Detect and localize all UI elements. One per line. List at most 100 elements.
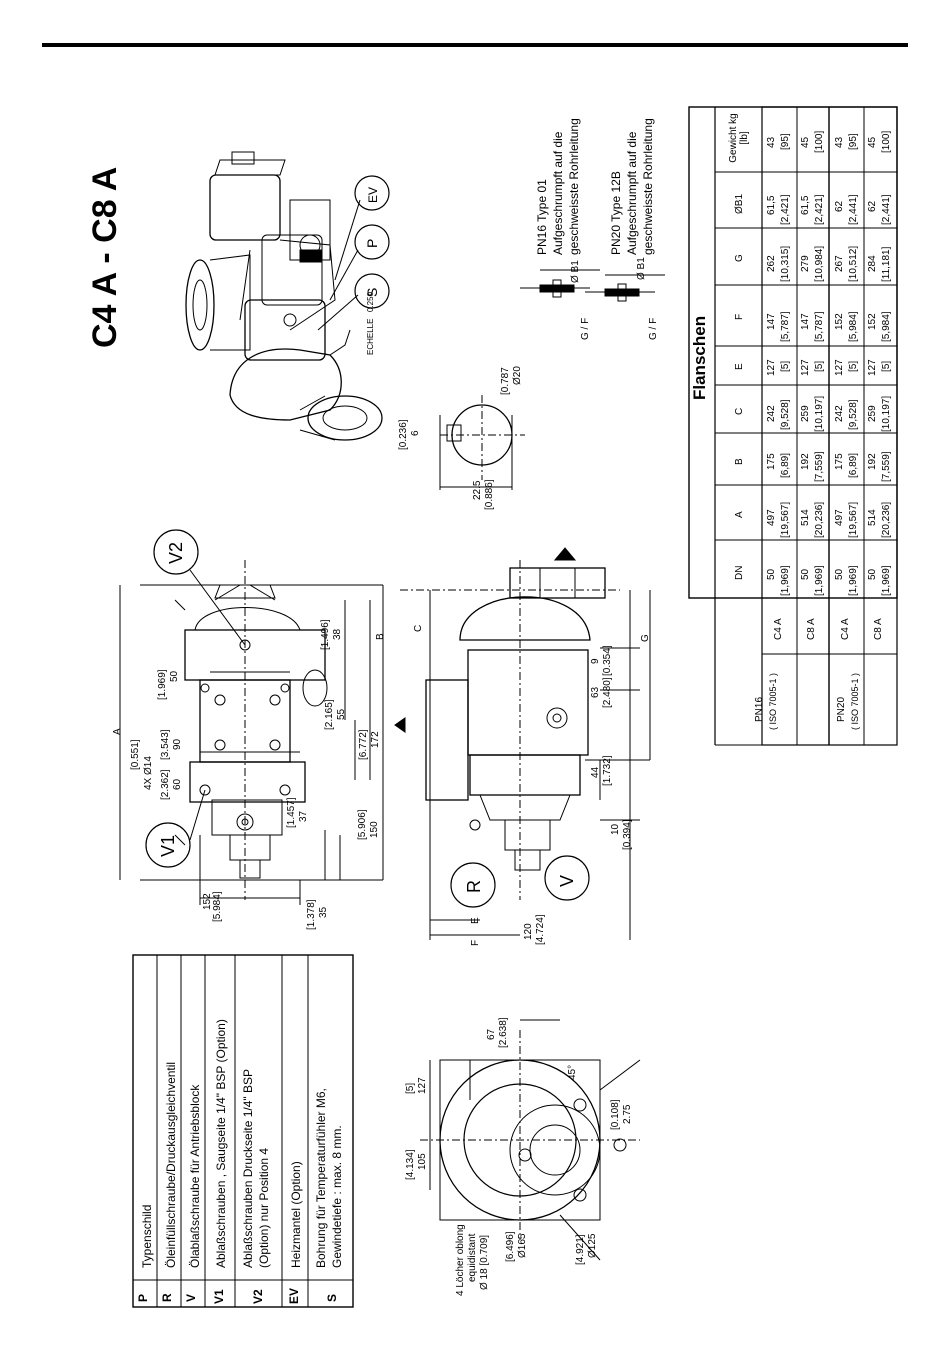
cell: 61,5 (766, 195, 777, 215)
dim-35: 35 (318, 906, 329, 918)
dim-20: Ø20 (512, 366, 523, 385)
dim-9: 9 (590, 658, 601, 664)
cell: 242 (834, 405, 845, 422)
cell: [20,236] (814, 501, 825, 538)
dim-5: [5] (405, 1082, 416, 1094)
pump-side-view (394, 547, 651, 940)
callout-v1 (145, 822, 191, 868)
dim-0354: [0.354] (602, 645, 613, 676)
dim-g: G (640, 634, 651, 642)
legend-code-v1: V1 (212, 1289, 226, 1304)
legend-code-ev: EV (287, 1287, 301, 1304)
dim-1496: [1.496] (320, 619, 331, 650)
cell: [10,197] (881, 395, 892, 432)
callout-p-label: P (364, 238, 380, 248)
cell: [6,89] (848, 452, 859, 478)
cell: 514 (867, 509, 878, 526)
dim-120: 120 (523, 923, 534, 940)
legend-text-s-line1: Bohrung für Temperaturfühler M6, (314, 1088, 328, 1268)
dim-0551: [0.551] (130, 739, 141, 770)
cell: [6,89] (780, 452, 791, 478)
cell: 152 (834, 313, 845, 330)
legend-code-p: P (136, 1293, 150, 1302)
dim-2165: [2.165] (324, 699, 335, 730)
dim-38: 38 (332, 628, 343, 640)
cell: 50 (766, 568, 777, 580)
cell: [10,197] (814, 395, 825, 432)
cell: [5] (881, 360, 892, 372)
cell: 284 (867, 255, 878, 272)
pipe-note-pn20-line2: Aufgeschrumpft auf die (625, 131, 639, 255)
dim-63: 63 (590, 686, 601, 698)
cell: 45 (800, 136, 811, 148)
model-pn20-c4a: C4 A (840, 618, 851, 640)
callout-v-label: V (557, 874, 577, 887)
cell: 262 (766, 255, 777, 272)
legend-code-v2: V2 (251, 1289, 265, 1304)
dim-6496: [6.496] (505, 1231, 516, 1262)
callout-v2-label: V2 (166, 541, 186, 564)
dim-6772: [6.772] (358, 729, 369, 760)
cell: 175 (766, 453, 777, 470)
dim-90: 90 (172, 738, 183, 750)
legend-text-v2-line1: Ablaßschrauben Druckseite 1/4" BSP (241, 1068, 255, 1268)
cell: 61,5 (800, 195, 811, 215)
cell: 127 (800, 359, 811, 376)
cell: 259 (800, 405, 811, 422)
cell: 242 (766, 405, 777, 422)
dim-1378: [1.378] (306, 899, 317, 930)
cell: [5] (848, 360, 859, 372)
col-ob1: ØB1 (734, 193, 745, 214)
dim-3543: [3.543] (160, 729, 171, 760)
cell: [5,984] (848, 311, 859, 342)
dim-4921: [4.921] (575, 1234, 586, 1265)
cell: [2,421] (814, 194, 825, 225)
cell: 127 (834, 359, 845, 376)
cell: 279 (800, 255, 811, 272)
cell: 259 (867, 405, 878, 422)
cell: [100] (814, 130, 825, 153)
page-title: C4 A - C8 A (86, 166, 124, 348)
callout-ev-label: EV (366, 186, 380, 203)
cell: 175 (834, 453, 845, 470)
dim-gf-pn16: G / F (580, 317, 591, 340)
cell: 192 (800, 453, 811, 470)
dim-a: A (112, 728, 123, 735)
dim-5906: [5.906] (357, 809, 368, 840)
dim-4134: [4.134] (405, 1149, 416, 1180)
cell: [7,559] (814, 451, 825, 482)
col-f: F (734, 313, 745, 320)
cell: [10,315] (780, 245, 791, 282)
group-pn16-std: ( ISO 7005-1 ) (768, 672, 778, 730)
cell: 152 (867, 313, 878, 330)
callout-r (450, 862, 496, 908)
col-b: B (734, 458, 745, 465)
callout-v (544, 855, 590, 901)
cell: [7,559] (881, 451, 892, 482)
cell: [1,969] (881, 565, 892, 596)
cell: 50 (800, 568, 811, 580)
legend-code-r: R (160, 1293, 174, 1302)
dim-0394: [0.394] (622, 819, 633, 850)
dim-225: 22.5 (472, 480, 483, 500)
flange-front-view (420, 1019, 641, 1261)
dim-0886: [0.886] (484, 479, 495, 510)
legend-text-v2-line2: (Option) nur Position 4 (257, 1147, 271, 1268)
cell: 497 (766, 509, 777, 526)
legend-table-grid (132, 954, 354, 1308)
dim-0108: [0.108] (610, 1099, 621, 1130)
callout-v2 (153, 529, 199, 575)
dim-10: 10 (610, 823, 621, 835)
dim-c: C (413, 624, 424, 632)
group-pn20-name: PN20 (836, 696, 847, 722)
cell: [9,528] (848, 399, 859, 430)
legend-text-s-line2: Gewindetiefe : max. 8 mm. (330, 1125, 344, 1268)
cell: 147 (800, 313, 811, 330)
cell: [5,787] (780, 311, 791, 342)
cell: 127 (867, 359, 878, 376)
pipe-note-pn20-line3: geschweisste Rohrleitung (641, 118, 655, 255)
cell: [1,969] (848, 565, 859, 596)
dim-150: 150 (369, 821, 380, 838)
legend-text-p: Typenschild (140, 1204, 154, 1268)
